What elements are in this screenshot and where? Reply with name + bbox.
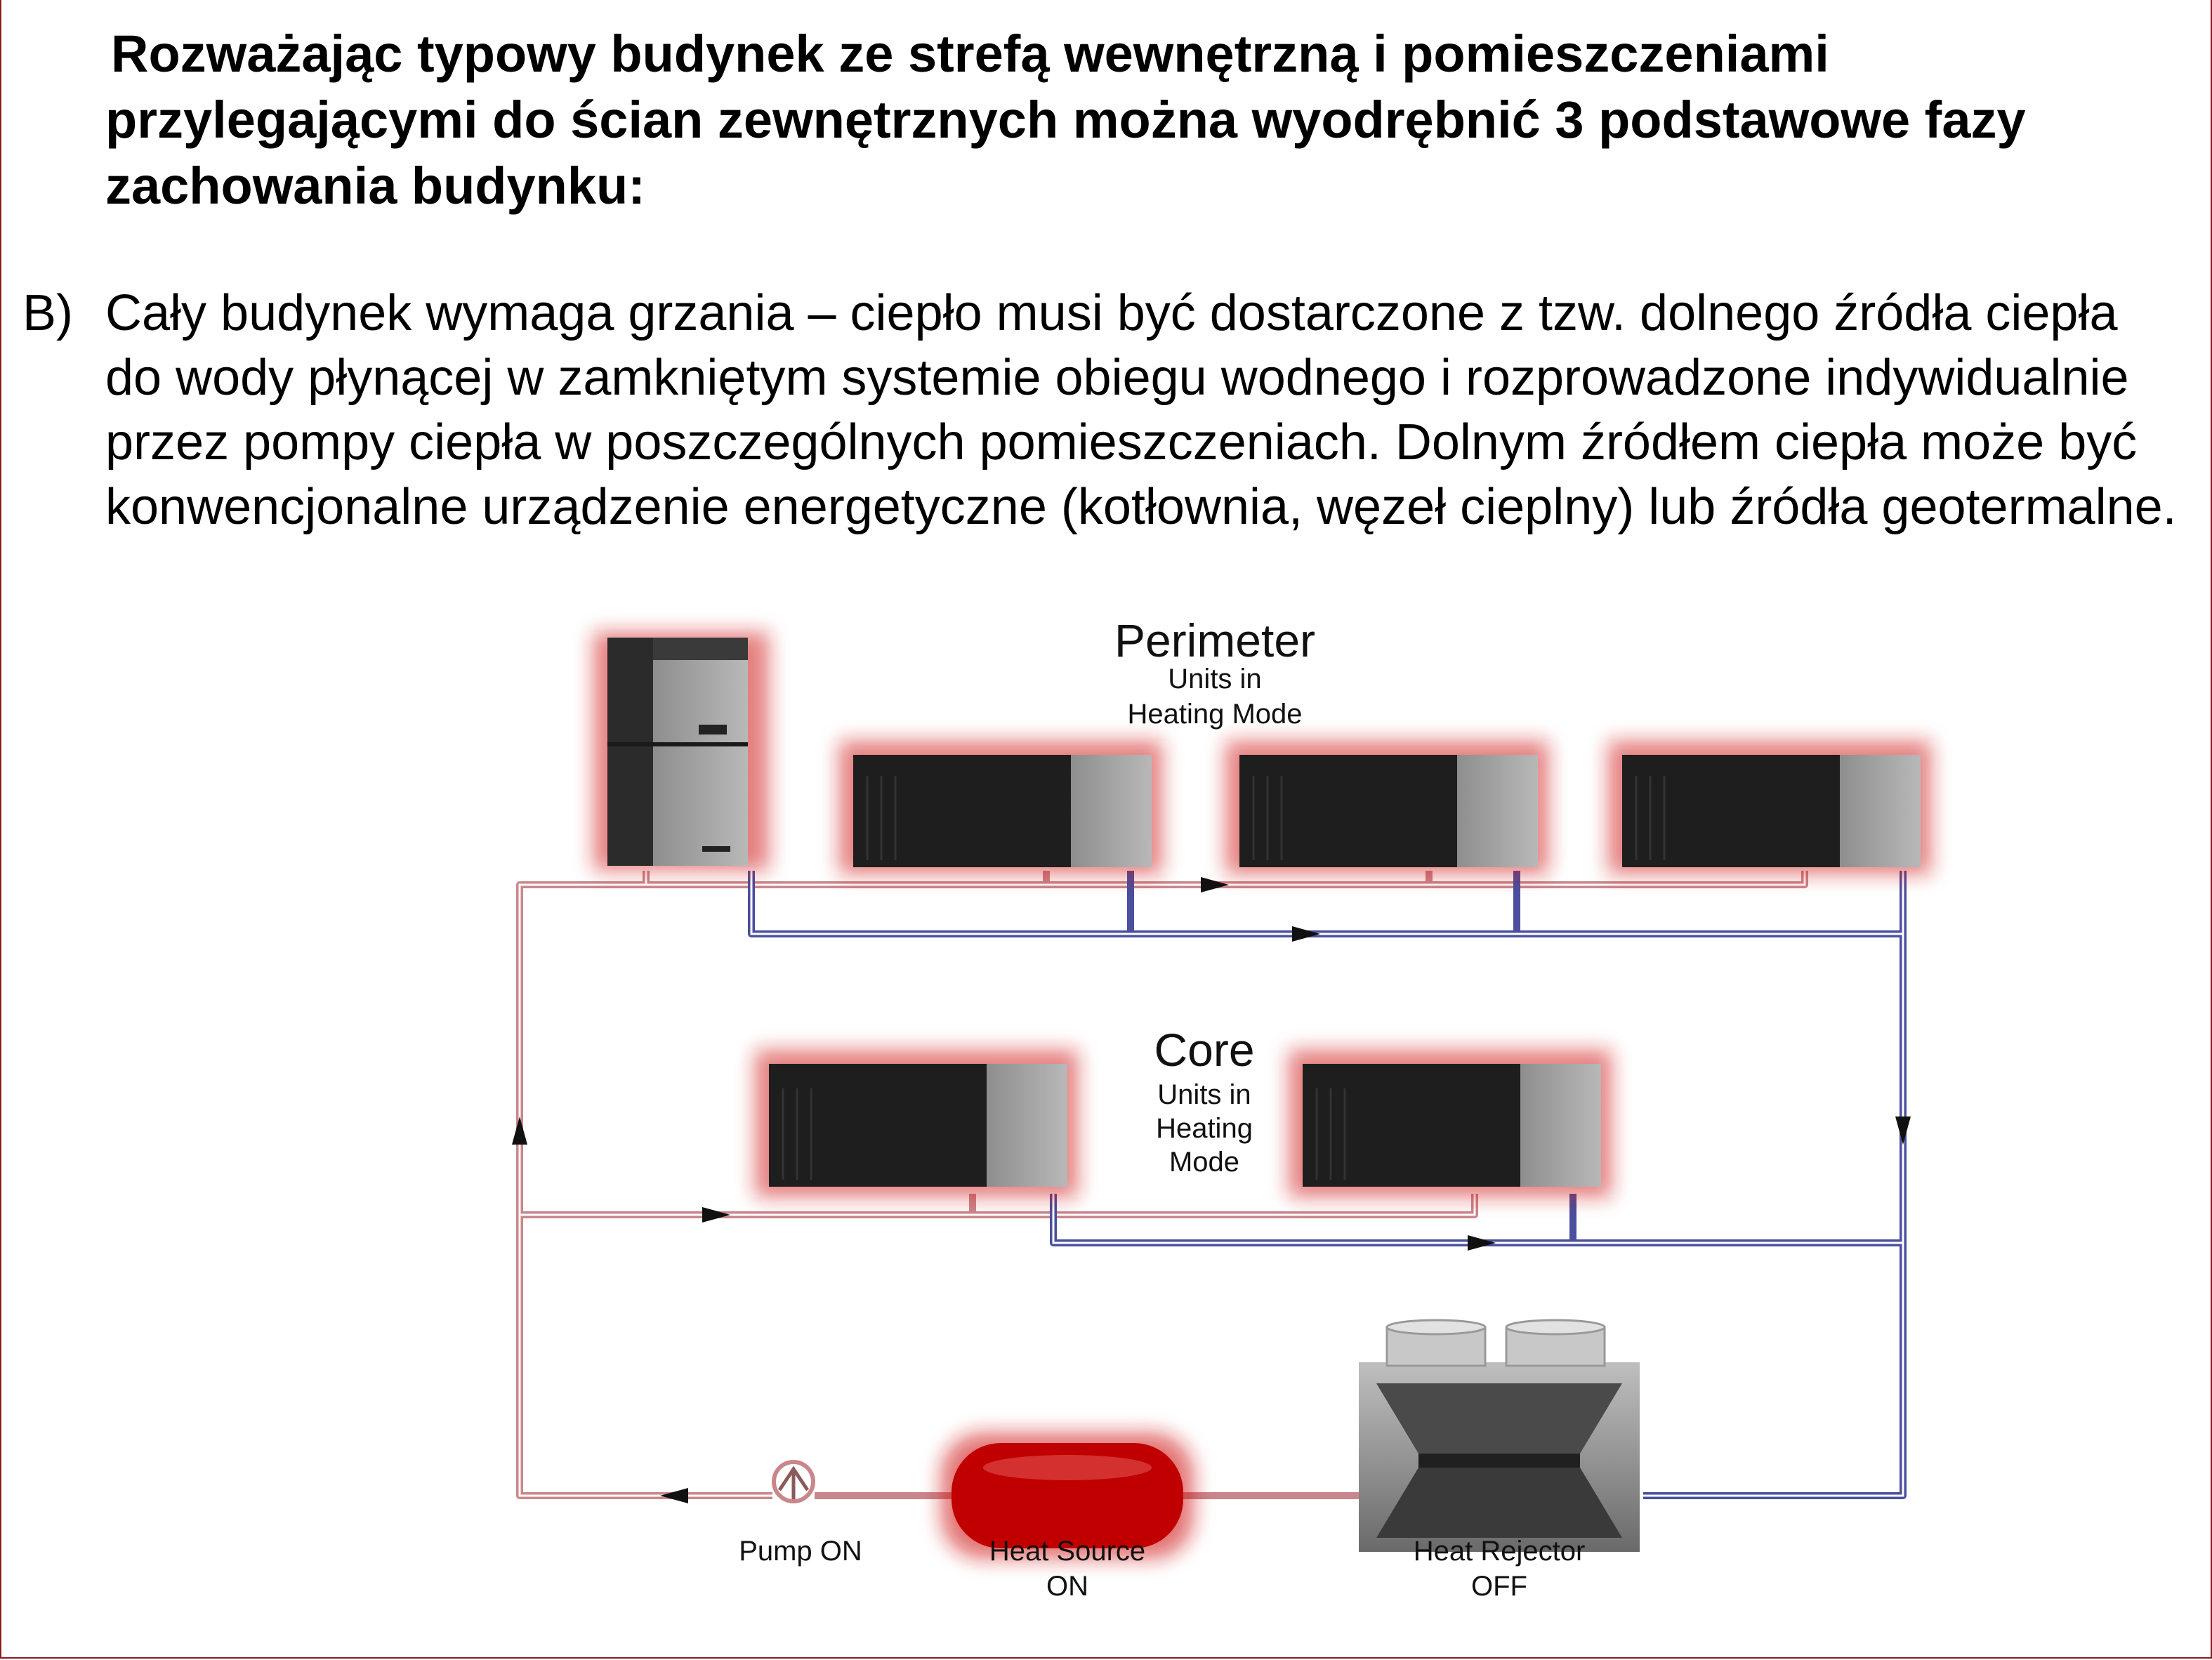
hvac-diagram: Perimeter Units in Heating Mode Core Uni… <box>512 614 1931 1602</box>
heat-source-label-line1: Heat Source <box>989 1536 1145 1567</box>
perimeter-label: Perimeter Units in Heating Mode <box>1114 614 1315 730</box>
perimeter-unit-2 <box>1225 741 1548 874</box>
core-unit-1 <box>755 1050 1078 1197</box>
perimeter-unit-3 <box>1608 741 1931 874</box>
core-title: Core <box>1154 1024 1254 1076</box>
list-marker: B) <box>22 285 73 341</box>
heat-rejector-label-line1: Heat Rejector <box>1414 1536 1586 1567</box>
perimeter-line1: Units in <box>1168 664 1261 694</box>
core-label: Core Units in Heating Mode <box>1154 1024 1254 1178</box>
pump-label: Pump ON <box>739 1536 862 1567</box>
supply-pipes-inner <box>518 871 1806 1497</box>
heat-rejector-unit <box>1359 1319 1640 1552</box>
flow-arrows <box>512 877 1911 1503</box>
arrow-right-icon <box>702 1207 730 1223</box>
heat-source-tank <box>941 1432 1194 1559</box>
heat-rejector-label-line2: OFF <box>1471 1571 1527 1602</box>
arrow-up-icon <box>512 1116 527 1145</box>
core-line1: Units in <box>1157 1079 1251 1110</box>
heat-source-label-line2: ON <box>1046 1571 1088 1602</box>
body-paragraph: Cały budynek wymaga grzania – ciepło mus… <box>105 285 2177 535</box>
core-unit-2 <box>1289 1050 1612 1197</box>
heat-rejector-label: Heat Rejector OFF <box>1414 1536 1586 1602</box>
pump-label-line1: Pump ON <box>739 1536 862 1567</box>
return-pipes-inner <box>750 871 1904 1497</box>
arrow-right-icon <box>1468 1235 1496 1251</box>
arrow-left-icon <box>660 1488 688 1503</box>
heat-source-label: Heat Source ON <box>989 1536 1145 1602</box>
arrow-right-icon <box>1201 877 1229 892</box>
perimeter-title: Perimeter <box>1114 614 1315 666</box>
perimeter-unit-1 <box>839 741 1162 874</box>
slide-heading: Rozważając typowy budynek ze strefą wewn… <box>105 25 2026 215</box>
core-line3: Mode <box>1169 1147 1239 1178</box>
pump-icon <box>772 1460 815 1503</box>
arrow-down-icon <box>1895 1116 1911 1145</box>
vertical-heat-pump-unit <box>593 632 769 871</box>
core-line2: Heating <box>1156 1113 1253 1144</box>
arrow-right-icon <box>1292 926 1320 942</box>
perimeter-line2: Heating Mode <box>1127 699 1302 730</box>
